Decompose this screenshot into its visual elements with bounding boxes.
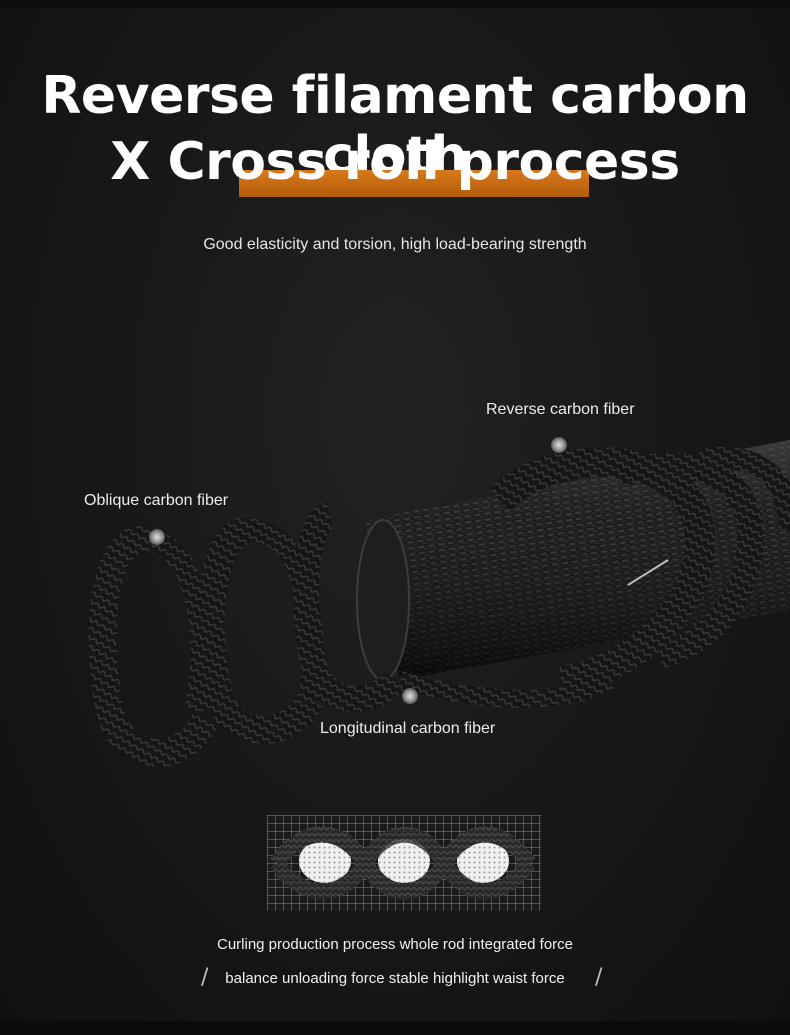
top-edge <box>0 0 790 8</box>
callout-reverse-carbon-fiber: Reverse carbon fiber <box>486 401 635 418</box>
bottom-edge <box>0 1021 790 1035</box>
page-title-line-1: Reverse filament carbon cloth <box>41 66 749 186</box>
reverse-fiber-wrap <box>489 447 790 695</box>
page-subtitle: Good elasticity and torsion, high load-b… <box>203 236 587 253</box>
callout-longitudinal-carbon-fiber: Longitudinal carbon fiber <box>320 720 496 737</box>
footer-line-2: balance unloading force stable highlight… <box>225 970 565 987</box>
footer-line-1: Curling production process whole rod int… <box>216 936 574 953</box>
oblique-callout-dot <box>149 529 165 545</box>
reverse-callout-dot <box>551 437 567 453</box>
longitudinal-fiber-wrap <box>397 559 669 708</box>
title-highlight-bar <box>239 170 589 197</box>
weave-diagram <box>267 815 541 911</box>
weave-light-strand <box>299 839 509 883</box>
oblique-fiber-wrap <box>88 502 406 767</box>
carbon-rod-illustration <box>88 437 790 767</box>
callout-oblique-carbon-fiber: Oblique carbon fiber <box>84 492 229 509</box>
weave-dark-strand <box>270 826 536 900</box>
weave-dark-strand-2 <box>270 826 536 900</box>
longitudinal-callout-dot <box>402 688 418 704</box>
footer-separator-right: / <box>595 965 603 990</box>
footer-separator-left: / <box>201 965 209 990</box>
page-title-line-2: X Cross roll process <box>110 132 680 192</box>
